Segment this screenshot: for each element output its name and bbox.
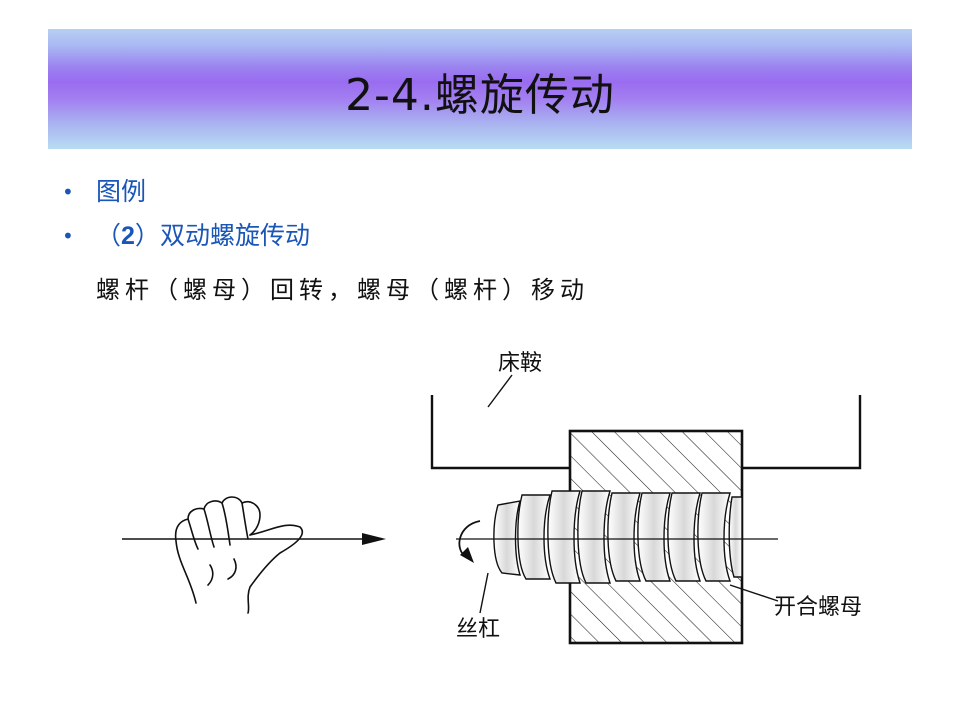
bullet-paren-open: （	[96, 221, 122, 250]
rotation-arrow-head-icon	[460, 547, 474, 563]
label-lead-screw: 丝杠	[456, 617, 501, 642]
right-hand-icon	[174, 496, 304, 614]
label-split-nut: 开合螺母	[774, 595, 863, 620]
bullet-dot-icon: •	[62, 180, 74, 204]
bullet-list: • 图例 • （2）双动螺旋传动	[62, 172, 310, 260]
bullet-number: 2	[121, 222, 135, 250]
screw-drive-figure: 床鞍 丝杠 开合螺母	[110, 335, 930, 665]
bullet-paren-close: ）	[134, 221, 160, 250]
label-carriage: 床鞍	[498, 351, 543, 376]
leader-lead-screw	[479, 572, 489, 614]
bullet-dot-icon: •	[62, 224, 74, 248]
bullet-text: 图例	[96, 177, 147, 206]
bullet-item-double-screw: • （2）双动螺旋传动	[62, 216, 310, 260]
description-text: 螺杆（螺母）回转，螺母（螺杆）移动	[96, 276, 589, 304]
carriage-outline	[430, 395, 570, 470]
leader-split-nut	[729, 584, 779, 602]
arrow-head-icon	[362, 533, 386, 545]
lead-screw-threads	[493, 490, 743, 584]
slide-title: 2-4.螺旋传动	[345, 70, 615, 121]
bullet-item-legend: • 图例	[62, 172, 310, 216]
title-band: 2-4.螺旋传动	[48, 29, 912, 149]
screw-drive-diagram	[122, 374, 862, 645]
carriage-outline-right	[742, 395, 862, 470]
leader-carriage	[487, 374, 513, 408]
bullet-text: 双动螺旋传动	[159, 221, 310, 250]
